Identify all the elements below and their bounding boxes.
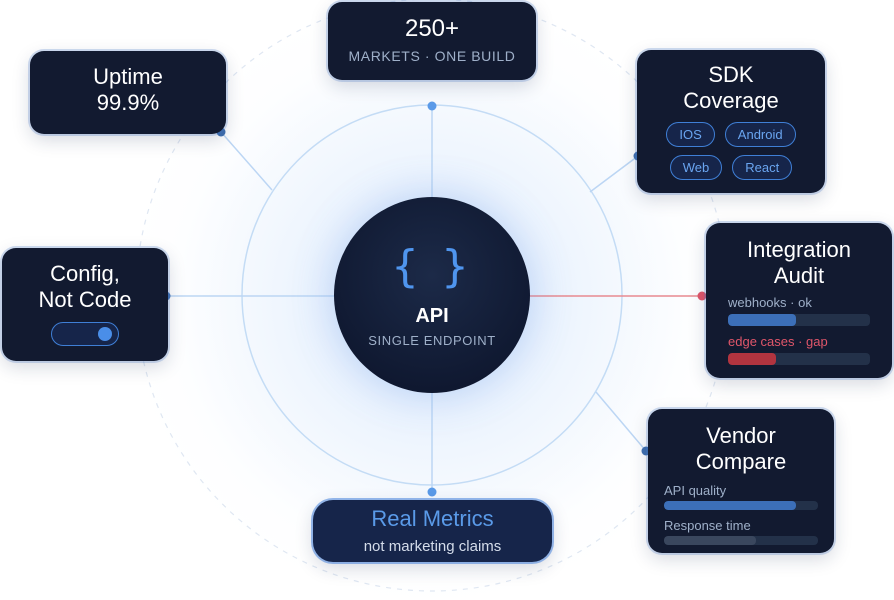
- vendor-row-label: API quality: [664, 483, 727, 498]
- chip-android: Android: [724, 122, 796, 147]
- chip-ios: IOS: [666, 122, 715, 147]
- vendor-title-line1: Vendor: [706, 423, 776, 448]
- audit-row-track: [728, 314, 870, 326]
- vendor-title-line2: Compare: [695, 449, 787, 474]
- sdk-coverage-card: SDK Coverage IOS Android Web React: [637, 50, 825, 193]
- api-hub: { } API SINGLE ENDPOINT: [334, 197, 530, 393]
- config-toggle[interactable]: [51, 322, 119, 346]
- curly-braces-icon: { }: [391, 241, 473, 292]
- audit-title-line1: Integration: [747, 237, 851, 262]
- config-title-line2: Not Code: [38, 287, 132, 312]
- metrics-title: Real Metrics: [371, 506, 494, 531]
- vendor-row-label: Response time: [664, 518, 751, 533]
- config-card: Config, Not Code: [2, 248, 168, 361]
- audit-gap-fill: [728, 353, 777, 365]
- node-dot-audit: [697, 291, 707, 301]
- chip-web: Web: [669, 155, 723, 180]
- vendor-row-track: [664, 536, 818, 545]
- sdk-title-line1: SDK: [708, 62, 754, 87]
- audit-gap-label: edge cases · gap: [728, 334, 828, 349]
- real-metrics-card: Real Metrics not marketing claims: [313, 500, 552, 562]
- node-dot-metrics: [427, 487, 437, 497]
- audit-row-label: webhooks · ok: [728, 295, 812, 310]
- connector-uptime: [220, 131, 273, 191]
- connector-sdk: [589, 155, 639, 193]
- audit-row-fill: [728, 314, 797, 326]
- sdk-title-line2: Coverage: [683, 88, 779, 113]
- markets-card: 250+ MARKETS · ONE BUILD: [328, 2, 536, 80]
- uptime-value: 99.9%: [96, 90, 160, 115]
- vendor-row-fill: [664, 501, 797, 510]
- vendor-compare-card: Vendor Compare API quality Response time: [648, 409, 834, 553]
- integration-audit-card: Integration Audit webhooks · ok edge cas…: [706, 223, 892, 378]
- vendor-row-track: [664, 501, 818, 510]
- chip-react: React: [732, 155, 793, 180]
- config-title-line1: Config,: [50, 261, 120, 286]
- hub-subtitle: SINGLE ENDPOINT: [368, 333, 496, 348]
- toggle-knob: [98, 327, 112, 341]
- node-dot-markets: [427, 101, 437, 111]
- sdk-chip-list: IOS Android Web React: [637, 122, 825, 180]
- audit-title-line2: Audit: [773, 263, 825, 288]
- uptime-label: Uptime: [93, 64, 163, 89]
- markets-subtitle: MARKETS · ONE BUILD: [348, 48, 516, 64]
- audit-gap-track: [728, 353, 870, 365]
- markets-title: 250+: [404, 15, 460, 42]
- hub-title: API: [415, 305, 449, 327]
- uptime-card: Uptime 99.9%: [30, 51, 226, 134]
- connector-vendor: [595, 391, 647, 452]
- vendor-row-fill: [664, 536, 757, 545]
- metrics-subtitle: not marketing claims: [363, 538, 502, 555]
